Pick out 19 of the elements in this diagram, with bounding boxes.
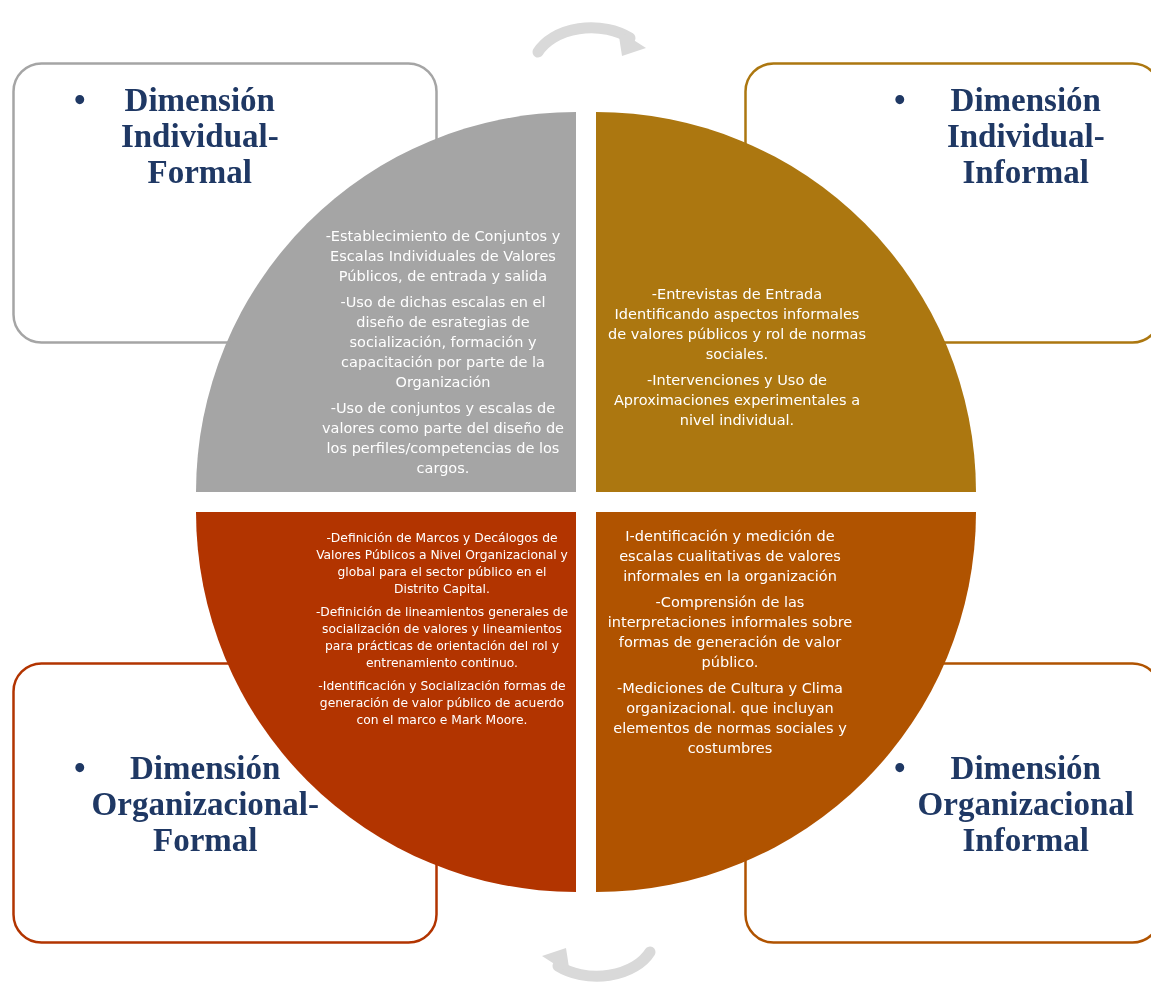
quadrant-text: I-dentificación y medición de escalas cualitativas de valores informales en la organización xyxy=(618,527,842,586)
dimension-heading: Dimensión Individual-Informal xyxy=(945,82,1106,190)
dimension-heading: Dimensión Individual-Formal xyxy=(119,82,280,190)
quadrant-text: -Comprensión de las interpretaciones informales sobre formas de generación de valor público. xyxy=(606,593,854,672)
bullet-marker: • xyxy=(74,750,87,786)
bullet-marker: • xyxy=(894,750,907,786)
quadrant-text: -Establecimiento de Conjuntos y Escalas Individuales de Valores Públicos, de entrada y salida xyxy=(324,227,562,286)
quadrant-text: -Identificación y Socialización formas de generación de valor público de acuerdo con el marco e Mark Moore. xyxy=(317,678,567,729)
quadrant-text: -Uso de conjuntos y escalas de valores como parte del diseño de los perfiles/competencias de los cargos. xyxy=(320,399,566,478)
bullet-marker: • xyxy=(894,82,907,118)
dimension-heading: Dimensión Organizacional-Formal xyxy=(91,750,319,858)
quadrant-text: -Uso de dichas escalas en el diseño de esrategias de socialización, formación y capacitación por parte de la Organización xyxy=(339,293,547,392)
bullet-marker: • xyxy=(74,82,87,118)
quadrant-text: -Definición de lineamientos generales de socialización de valores y lineamientos para prácticas de orientación del rol y entrenamiento continuo. xyxy=(314,604,570,672)
quadrant-text: -Intervenciones y Uso de Aproximaciones experimentales a nivel individual. xyxy=(612,371,862,430)
dimension-heading: Dimensión Organizacional Informal xyxy=(916,750,1135,858)
quadrant-text: -Entrevistas de Entrada Identificando aspectos informales de valores públicos y rol de normas sociales. xyxy=(607,285,867,364)
quadrant-text: -Definición de Marcos y Decálogos de Valores Públicos a Nivel Organizacional y global para el sector público en el Distrito Capital. xyxy=(315,530,569,598)
quadrant-text: -Mediciones de Cultura y Clima organizacional. que incluyan elementos de normas sociales y costumbres xyxy=(612,679,848,758)
